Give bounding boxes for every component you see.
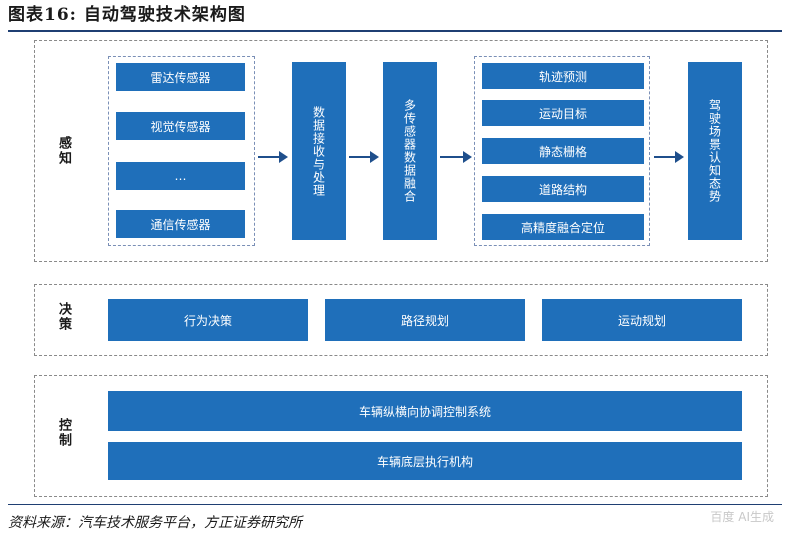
- situation-awareness-label: 驾驶场景认知态势: [707, 99, 722, 203]
- sensor-fusion-box: 多传感器数据融合: [383, 62, 437, 240]
- sensor-group: [108, 56, 255, 246]
- coordination-control-box: 车辆纵横向协调控制系统: [108, 391, 742, 431]
- footer-rule: [8, 504, 782, 505]
- title-rule: [8, 30, 782, 32]
- output-group: [474, 56, 650, 246]
- data-processing-label: 数据接收与处理: [311, 105, 326, 197]
- radar-sensor-box: 雷达传感器: [116, 63, 245, 91]
- path-planning-box: 路径规划: [325, 299, 525, 341]
- data-processing-box: 数据接收与处理: [292, 62, 346, 240]
- static-grid-box: 静态栅格: [482, 138, 644, 164]
- hd-localization-box: 高精度融合定位: [482, 214, 644, 240]
- comm-sensor-box: 通信传感器: [116, 210, 245, 238]
- ellipsis-sensor-box: …: [116, 162, 245, 190]
- source-note: 资料来源：汽车技术服务平台，方正证券研究所: [8, 515, 302, 531]
- arrow-processing-to-fusion: [349, 151, 379, 163]
- trajectory-prediction-box: 轨迹预测: [482, 63, 644, 89]
- arrow-fusion-to-outputs: [440, 151, 472, 163]
- vision-sensor-box: 视觉传感器: [116, 112, 245, 140]
- sensor-fusion-label: 多传感器数据融合: [402, 99, 417, 203]
- behavior-decision-box: 行为决策: [108, 299, 308, 341]
- situation-awareness-box: 驾驶场景认知态势: [688, 62, 742, 240]
- road-structure-box: 道路结构: [482, 176, 644, 202]
- watermark: 百度 AI生成: [710, 510, 774, 524]
- decision-label: 决策: [56, 302, 71, 332]
- motion-planning-box: 运动规划: [542, 299, 742, 341]
- arrow-sensors-to-processing: [258, 151, 288, 163]
- actuator-box: 车辆底层执行机构: [108, 442, 742, 480]
- perception-label: 感知: [56, 136, 71, 166]
- arrow-outputs-to-situation: [654, 151, 684, 163]
- decision-section: [34, 284, 768, 356]
- figure-title: 图表16: 自动驾驶技术架构图: [8, 5, 246, 25]
- moving-target-box: 运动目标: [482, 100, 644, 126]
- perception-section: [34, 40, 768, 262]
- control-label: 控制: [56, 418, 71, 448]
- control-section: [34, 375, 768, 497]
